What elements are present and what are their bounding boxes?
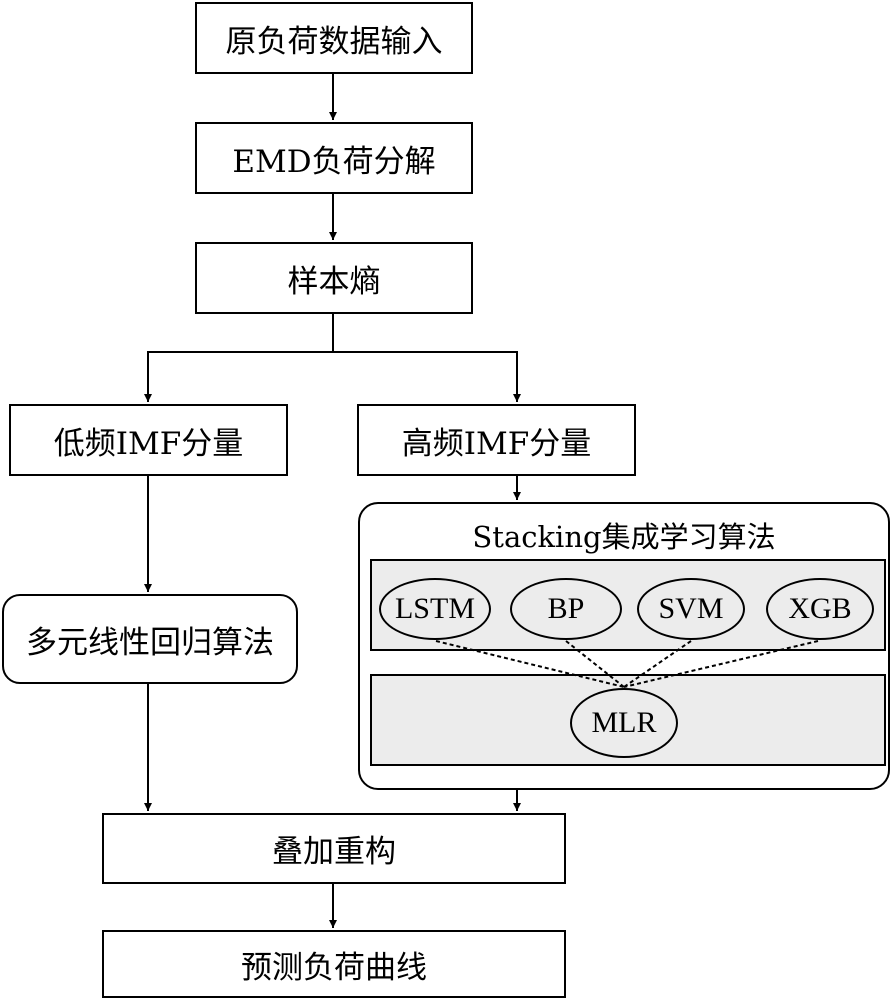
low-freq-box: 低频IMF分量 — [9, 404, 288, 476]
model-bp: BP — [510, 578, 622, 640]
mlr-algorithm-label: 多元线性回归算法 — [26, 624, 274, 661]
split-line-right — [333, 351, 521, 402]
emd-box: EMD负荷分解 — [195, 122, 473, 194]
emd-label: EMD负荷分解 — [232, 143, 436, 180]
model-svm-label: SVM — [658, 592, 724, 625]
model-bp-label: BP — [547, 592, 585, 625]
reconstruct-label: 叠加重构 — [272, 834, 396, 870]
output-label: 预测负荷曲线 — [241, 949, 427, 986]
reconstruct-box: 叠加重构 — [102, 813, 566, 884]
input-box: 原负荷数据输入 — [195, 2, 473, 74]
input-label: 原负荷数据输入 — [225, 23, 443, 60]
stacking-ensemble-title: Stacking集成学习算法 — [472, 520, 776, 554]
mlr-algorithm-box: 多元线性回归算法 — [2, 594, 298, 684]
model-svm: SVM — [637, 578, 745, 640]
high-freq-box: 高频IMF分量 — [357, 404, 636, 476]
model-lstm: LSTM — [379, 578, 491, 640]
low-freq-label: 低频IMF分量 — [53, 425, 244, 462]
entropy-label: 样本熵 — [287, 263, 381, 300]
link-bp-mlr — [565, 640, 625, 688]
high-freq-label: 高频IMF分量 — [401, 425, 592, 462]
model-mlr-label: MLR — [591, 706, 657, 739]
output-box: 预测负荷曲线 — [102, 930, 566, 998]
model-mlr: MLR — [570, 688, 678, 758]
model-lstm-label: LSTM — [394, 592, 475, 625]
entropy-box: 样本熵 — [195, 242, 473, 314]
link-svm-mlr — [623, 640, 692, 688]
model-xgb-label: XGB — [788, 592, 852, 625]
model-xgb: XGB — [766, 578, 874, 640]
link-lstm-mlr — [435, 640, 625, 688]
split-line — [144, 314, 334, 402]
link-xgb-mlr — [623, 640, 819, 688]
